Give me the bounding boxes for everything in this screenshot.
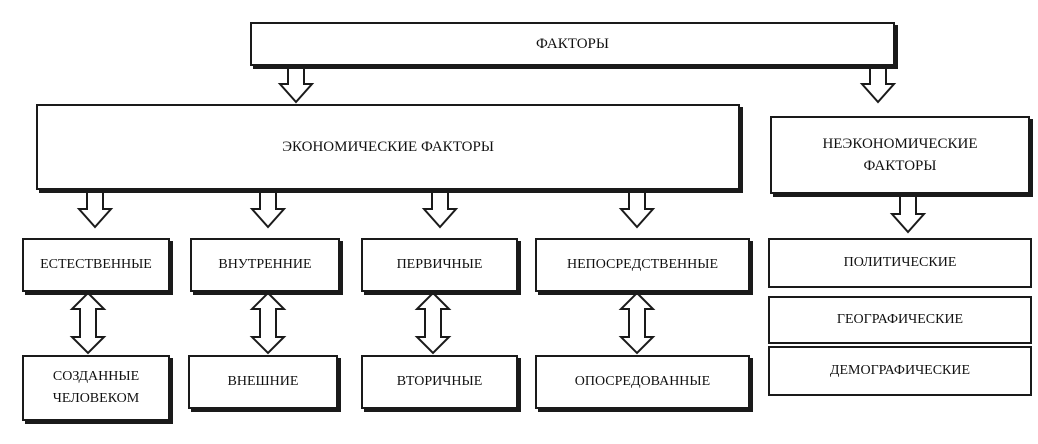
arrow-economic-to-internal <box>251 190 285 228</box>
root-label: ФАКТОРЫ <box>536 36 609 52</box>
arrow-root-to-non-economic <box>861 65 895 103</box>
type-direct-label: НЕПОСРЕДСТВЕННЫЕ <box>566 257 719 272</box>
non-economic-political: ПОЛИТИЧЕСКИЕ <box>768 238 1032 288</box>
double-arrow-internal-external <box>251 292 285 354</box>
type-primary: ПЕРВИЧНЫЕ <box>361 238 518 292</box>
type-indirect: ОПОСРЕДОВАННЫЕ <box>535 355 750 409</box>
type-external-label: ВНЕШНИЕ <box>227 374 299 389</box>
arrow-non-economic-to-political <box>891 195 925 233</box>
non-economic-geographic: ГЕОГРАФИЧЕСКИЕ <box>768 296 1032 344</box>
type-indirect-label: ОПОСРЕДОВАННЫЕ <box>574 374 711 389</box>
type-human-made-label: СОЗДАННЫЕ ЧЕЛОВЕКОМ <box>52 369 140 406</box>
type-human-made: СОЗДАННЫЕ ЧЕЛОВЕКОМ <box>22 355 170 421</box>
non-economic-box: НЕЭКОНОМИЧЕСКИЕ ФАКТОРЫ <box>770 116 1030 194</box>
double-arrow-primary-secondary <box>416 292 450 354</box>
type-natural-label: ЕСТЕСТВЕННЫЕ <box>40 257 152 272</box>
arrow-economic-to-direct <box>620 190 654 228</box>
double-arrow-natural-created <box>71 292 105 354</box>
type-direct: НЕПОСРЕДСТВЕННЫЕ <box>535 238 750 292</box>
economic-label: ЭКОНОМИЧЕСКИЕ ФАКТОРЫ <box>282 139 494 155</box>
type-secondary-label: ВТОРИЧНЫЕ <box>396 374 483 389</box>
type-internal: ВНУТРЕННИЕ <box>190 238 340 292</box>
political-label: ПОЛИТИЧЕСКИЕ <box>843 255 957 270</box>
type-external: ВНЕШНИЕ <box>188 355 338 409</box>
economic-box: ЭКОНОМИЧЕСКИЕ ФАКТОРЫ <box>36 104 740 190</box>
non-economic-demographic: ДЕМОГРАФИЧЕСКИЕ <box>768 346 1032 396</box>
type-internal-label: ВНУТРЕННИЕ <box>218 257 312 272</box>
type-natural: ЕСТЕСТВЕННЫЕ <box>22 238 170 292</box>
double-arrow-direct-indirect <box>620 292 654 354</box>
non-economic-label: НЕЭКОНОМИЧЕСКИЕ ФАКТОРЫ <box>822 136 978 174</box>
demographic-label: ДЕМОГРАФИЧЕСКИЕ <box>829 363 971 378</box>
arrow-economic-to-primary <box>423 190 457 228</box>
geographic-label: ГЕОГРАФИЧЕСКИЕ <box>836 312 964 327</box>
type-secondary: ВТОРИЧНЫЕ <box>361 355 518 409</box>
arrow-economic-to-natural <box>78 190 112 228</box>
type-primary-label: ПЕРВИЧНЫЕ <box>396 257 483 272</box>
arrow-root-to-economic <box>279 65 313 103</box>
root-box: ФАКТОРЫ <box>250 22 895 66</box>
